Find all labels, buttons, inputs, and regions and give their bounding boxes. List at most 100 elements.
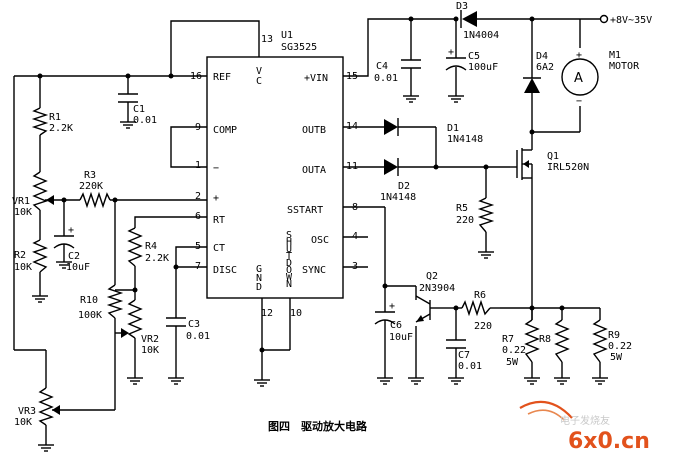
r10-ref: R10 xyxy=(80,295,98,306)
potentiometer-vr1 xyxy=(32,171,54,211)
r5-value: 220 xyxy=(456,215,474,226)
svg-text:+: + xyxy=(68,225,74,236)
d1-ref: D1 xyxy=(447,123,459,134)
d1-value: 1N4148 xyxy=(447,134,483,145)
r3-ref: R3 xyxy=(84,170,96,181)
r9-value: 0.22 xyxy=(608,341,632,352)
r7-value: 0.22 xyxy=(502,345,526,356)
pin-2: 2 xyxy=(195,191,201,202)
vr2-value: 10K xyxy=(141,345,159,356)
potentiometer-vr3 xyxy=(38,387,60,426)
resistor-r1 xyxy=(31,107,49,136)
svg-text:+: + xyxy=(448,47,454,58)
junctions xyxy=(37,16,565,353)
motor-symbol: A xyxy=(574,71,583,86)
ic-sg3525-body xyxy=(206,56,344,299)
capacitor-c7 xyxy=(446,339,466,349)
wires xyxy=(13,18,601,445)
supply-terminal xyxy=(599,14,609,24)
r5-ref: R5 xyxy=(456,203,468,214)
svg-text:T: T xyxy=(286,251,292,262)
svg-text:+: + xyxy=(389,301,395,312)
pin-name-gnd-d: D xyxy=(256,282,262,293)
q1-ref: Q1 xyxy=(547,151,559,162)
r10-value: 100K xyxy=(78,310,102,321)
r3-value: 220K xyxy=(79,181,103,192)
svg-text:W: W xyxy=(286,272,293,283)
pin-name-outb: OUTB xyxy=(302,125,326,136)
pin-name-plus: + xyxy=(213,193,219,204)
mosfet-q1 xyxy=(510,148,533,180)
pin-1: 1 xyxy=(195,160,201,171)
resistor-r3 xyxy=(79,191,111,209)
diode-d4 xyxy=(523,77,541,93)
pin-name-shutdown: SH UT DO WN xyxy=(286,230,293,290)
c3-value: 0.01 xyxy=(186,331,210,342)
pin-10: 10 xyxy=(290,308,302,319)
r1-ref: R1 xyxy=(49,112,61,123)
watermark-logo: 电子发烧友 6x0.cn xyxy=(519,400,650,454)
m1-ref: M1 xyxy=(609,50,621,61)
diode-d1 xyxy=(384,118,399,136)
c4-ref: C4 xyxy=(376,61,388,72)
pin-name-ct: CT xyxy=(213,243,225,254)
ic-part-label: SG3525 xyxy=(281,42,317,53)
c6-ref: C6 xyxy=(390,320,402,331)
r8-ref: R8 xyxy=(539,334,551,345)
r7-ref: R7 xyxy=(502,334,514,345)
pin-name-comp: COMP xyxy=(213,125,237,136)
svg-text:S: S xyxy=(286,230,292,241)
svg-text:N: N xyxy=(286,279,292,290)
svg-text:O: O xyxy=(286,265,292,276)
svg-text:H: H xyxy=(286,237,292,248)
capacitor-c5: + xyxy=(445,47,467,71)
d4-ref: D4 xyxy=(536,51,548,62)
resistor-r9 xyxy=(592,319,608,363)
c3-ref: C3 xyxy=(188,319,200,330)
pin-12: 12 xyxy=(261,308,273,319)
capacitor-c3 xyxy=(166,317,186,327)
capacitor-c1 xyxy=(118,93,138,103)
diode-d2 xyxy=(384,158,399,176)
potentiometer-vr2 xyxy=(115,299,143,339)
vr2-ref: VR2 xyxy=(141,334,159,345)
c6-value: 10uF xyxy=(389,332,413,343)
pin-name-vc-c: C xyxy=(256,76,262,87)
r2-ref: R2 xyxy=(14,250,26,261)
supply-label: +8V~35V xyxy=(610,15,652,26)
resistor-r7 xyxy=(524,319,540,363)
pin-name-osc: OSC xyxy=(311,235,329,246)
capacitor-c6: + xyxy=(374,301,396,325)
vr1-value: 10K xyxy=(14,207,32,218)
d2-value: 1N4148 xyxy=(380,192,416,203)
r2-value: 10K xyxy=(14,262,32,273)
resistor-r6 xyxy=(461,299,491,317)
m1-value: MOTOR xyxy=(609,61,640,72)
pin-name-vc-v: V xyxy=(256,66,262,77)
figure-caption: 图四 驱动放大电路 xyxy=(268,419,368,433)
c2-value: 10uF xyxy=(66,262,90,273)
d2-ref: D2 xyxy=(398,181,410,192)
vr3-ref: VR3 xyxy=(18,406,36,417)
vr1-ref: VR1 xyxy=(12,196,30,207)
motor-m1: + − A xyxy=(561,50,599,107)
pin-name-vin: +VIN xyxy=(304,73,328,84)
r1-value: 2.2K xyxy=(49,123,73,134)
q1-value: IRL520N xyxy=(547,162,589,173)
d3-ref: D3 xyxy=(456,1,468,12)
pin-name-gnd-n: N xyxy=(256,273,262,284)
pin-name-outa: OUTA xyxy=(302,165,326,176)
watermark-site: 6x0.cn xyxy=(568,429,650,454)
diode-d3 xyxy=(460,10,477,28)
r6-value: 220 xyxy=(474,321,492,332)
pin-name-sstart: SSTART xyxy=(287,205,323,216)
c7-ref: C7 xyxy=(458,350,470,361)
svg-text:U: U xyxy=(286,244,292,255)
r6-ref: R6 xyxy=(474,290,486,301)
d4-value: 6A2 xyxy=(536,62,554,73)
c5-value: 100uF xyxy=(468,62,498,73)
capacitor-c2: + xyxy=(53,225,75,249)
svg-text:−: − xyxy=(576,96,582,107)
pin-name-rt: RT xyxy=(213,215,225,226)
